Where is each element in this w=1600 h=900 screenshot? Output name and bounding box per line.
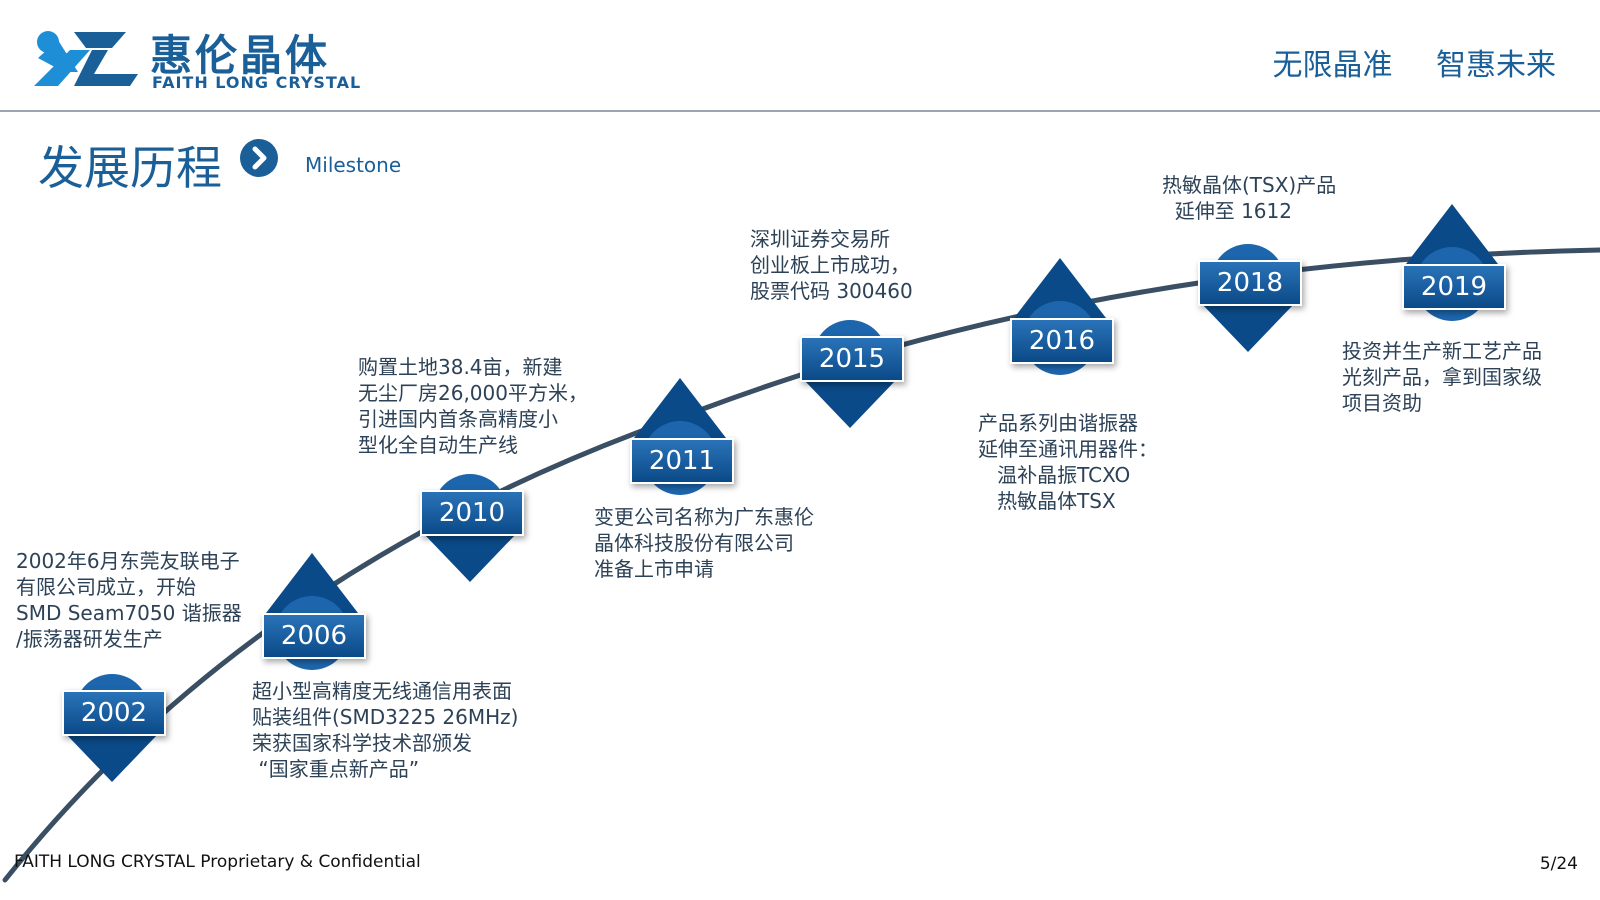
milestone-text-2011: 变更公司名称为广东惠伦 晶体科技股份有限公司 准备上市申请 — [594, 505, 814, 581]
slogan-part-1: 无限晶准 — [1272, 48, 1393, 83]
milestone-year: 2018 — [1198, 260, 1302, 306]
logo-mark-icon — [34, 26, 142, 96]
logo-text-cn: 惠伦晶体 — [150, 31, 331, 80]
header-divider — [0, 110, 1600, 112]
logo-text-en: FAITH LONG CRYSTAL — [152, 73, 362, 92]
milestone-marker-2019: 2019 — [1392, 184, 1512, 354]
page-subtitle: Milestone — [305, 153, 402, 177]
slogan-part-2: 智惠未来 — [1436, 48, 1556, 83]
milestone-marker-2018: 2018 — [1188, 234, 1308, 404]
slogan: 无限晶准 智惠未来 — [1238, 40, 1556, 84]
milestone-text-2019: 投资并生产新工艺产品 光刻产品，拿到国家级 项目资助 — [1342, 339, 1542, 415]
footer-confidential-notice: FAITH LONG CRYSTAL Proprietary & Confide… — [14, 852, 421, 872]
milestone-year: 2015 — [800, 336, 904, 382]
slide-header: 惠伦晶体 FAITH LONG CRYSTAL 无限晶准 智惠未来 — [0, 0, 1600, 112]
chevron-right-icon — [240, 139, 278, 177]
milestone-year: 2019 — [1402, 264, 1506, 310]
milestone-marker-2010: 2010 — [410, 464, 530, 634]
milestone-year: 2010 — [420, 490, 524, 536]
milestone-marker-2016: 2016 — [1000, 238, 1120, 408]
page-number: 5/24 — [1539, 854, 1578, 874]
page-title: 发展历程 — [38, 141, 222, 195]
milestone-marker-2006: 2006 — [252, 533, 372, 703]
milestone-year: 2002 — [62, 690, 166, 736]
milestone-text-2002: 2002年6月东莞友联电子 有限公司成立，开始 SMD Seam7050 谐振器… — [16, 549, 242, 651]
milestone-text-2006: 超小型高精度无线通信用表面 贴装组件(SMD3225 26MHz) 荣获国家科学… — [252, 679, 519, 781]
milestone-marker-2015: 2015 — [790, 310, 910, 480]
milestone-text-2015: 深圳证券交易所 创业板上市成功， 股票代码 300460 — [750, 227, 913, 303]
milestone-year: 2011 — [630, 438, 734, 484]
milestone-year: 2006 — [262, 613, 366, 659]
milestone-text-2018: 热敏晶体(TSX)产品 延伸至 1612 — [1162, 173, 1337, 223]
milestone-text-2016: 产品系列由谐振器 延伸至通讯用器件： 温补晶振TCXO 热敏晶体TSX — [978, 411, 1158, 513]
milestone-text-2010: 购置土地38.4亩，新建 无尘厂房26,000平方米， 引进国内首条高精度小 型… — [358, 355, 588, 457]
milestone-marker-2011: 2011 — [620, 358, 740, 528]
milestone-marker-2002: 2002 — [52, 664, 172, 834]
milestone-year: 2016 — [1010, 318, 1114, 364]
